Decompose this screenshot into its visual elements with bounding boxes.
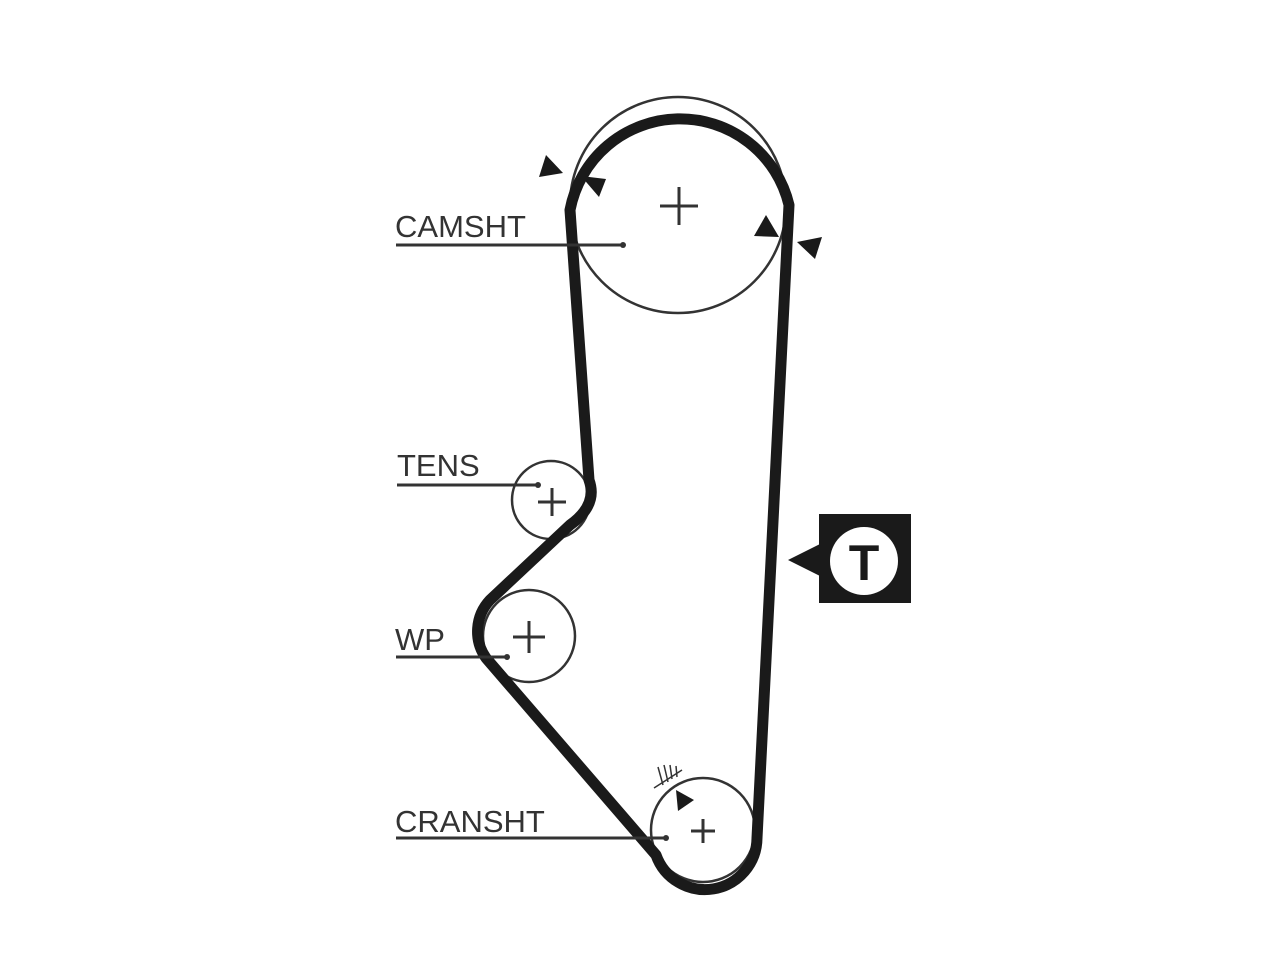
tensioner-center-icon (538, 488, 566, 516)
crankshaft-label: CRANSHT (395, 804, 545, 839)
water-pump-label-group: WP (395, 622, 510, 660)
tension-icon (830, 527, 898, 595)
tensioner-label-group: TENS (397, 448, 541, 488)
cam-left-outer-mark-icon (539, 155, 563, 177)
timing-belt (472, 113, 795, 896)
cam-right-inner-mark-icon (754, 215, 779, 237)
crankshaft-center-icon (691, 819, 715, 843)
camshaft-label-group: CAMSHT (395, 209, 626, 248)
crank-timing-mark-icon (653, 764, 694, 811)
tension-pointer-icon (788, 540, 828, 580)
water-pump-label: WP (395, 622, 445, 657)
tension-letter: T (849, 535, 880, 591)
camshaft-label: CAMSHT (395, 209, 526, 244)
tension-marker: T (788, 514, 911, 603)
crankshaft-label-group: CRANSHT (395, 804, 669, 841)
cam-right-outer-mark-icon (797, 237, 822, 259)
cam-left-inner-mark-icon (581, 176, 606, 197)
tensioner-label: TENS (397, 448, 480, 483)
water-pump-center-icon (513, 621, 545, 653)
camshaft-center-icon (660, 187, 698, 225)
